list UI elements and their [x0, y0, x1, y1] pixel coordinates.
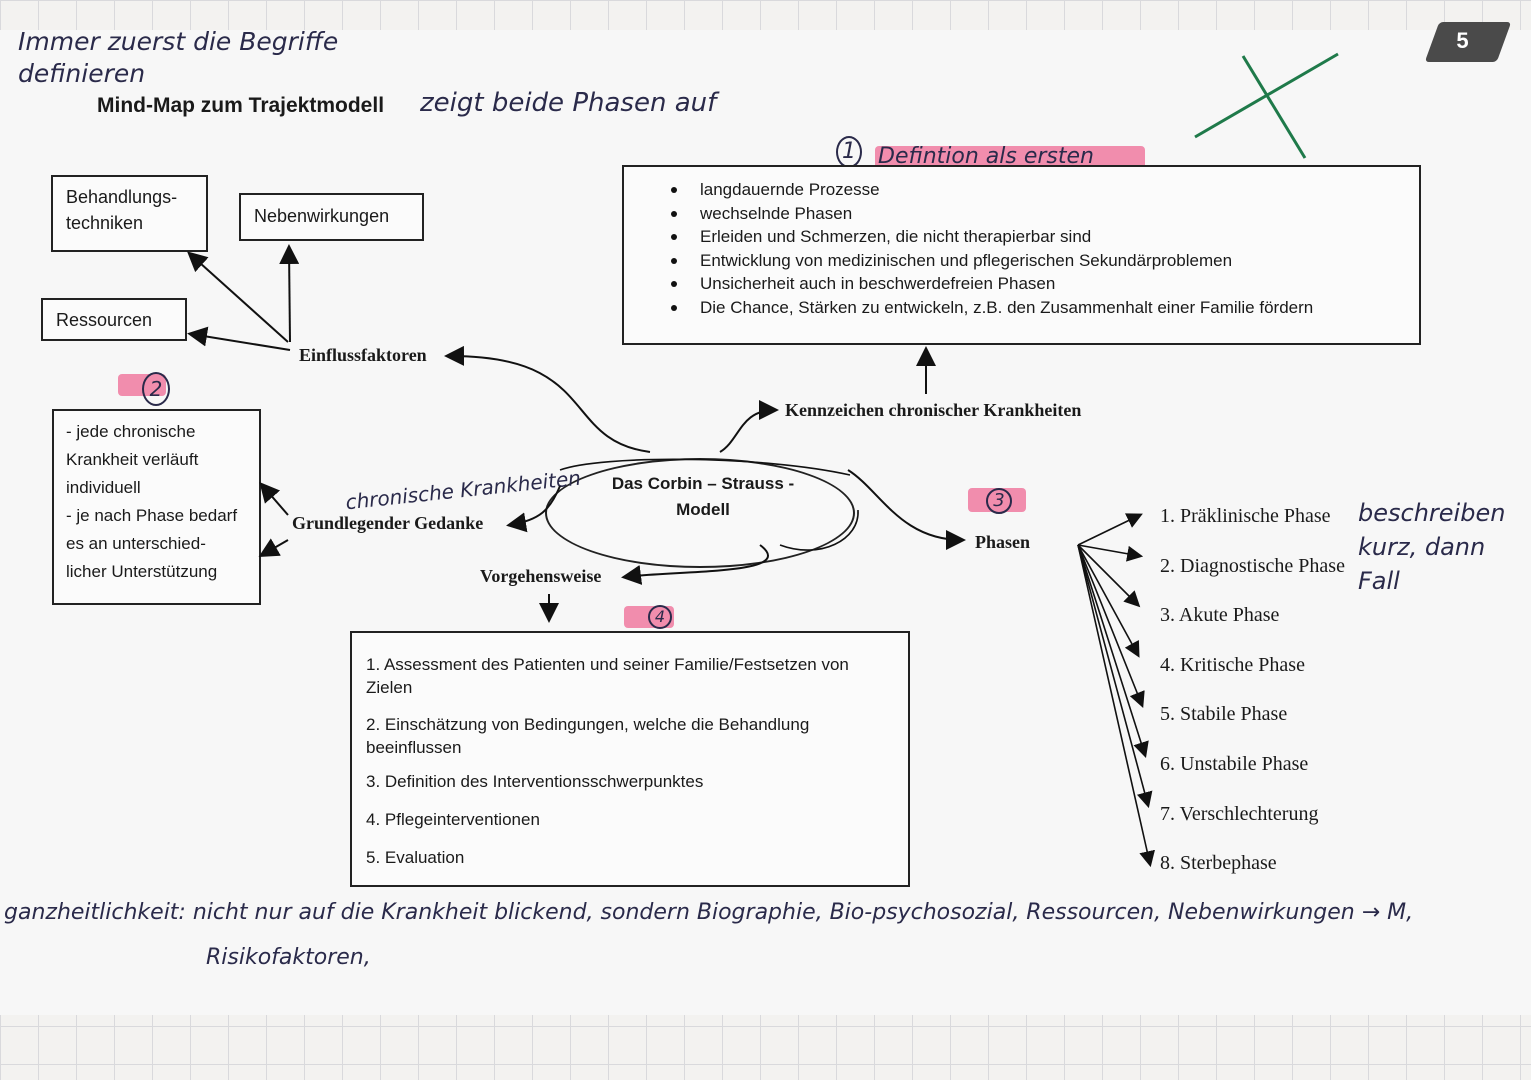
box-ressourcen: Ressourcen: [41, 298, 187, 341]
note-definition-first: Defintion als ersten: [878, 144, 1094, 169]
phase-item: 2. Diagnostische Phase: [1160, 555, 1345, 577]
kennzeichen-item: Entwicklung von medizinischen und pflege…: [670, 249, 1313, 273]
kennzeichen-item: Erleiden und Schmerzen, die nicht therap…: [670, 225, 1313, 249]
node-kennzeichen: Kennzeichen chronischer Krankheiten: [785, 400, 1082, 420]
vorgehen-step-line1: 1. Assessment des Patienten und seiner F…: [366, 655, 849, 674]
note-holism-line2: Risikofaktoren,: [206, 945, 371, 970]
box-nebenwirkungen: Nebenwirkungen: [239, 193, 424, 241]
gedanke-line: - jede chronische: [66, 422, 196, 441]
note-define-terms: Immer zuerst die Begriffe definieren: [18, 27, 339, 88]
vorgehen-step-line2: beeinflussen: [366, 738, 462, 757]
phase-item: 4. Kritische Phase: [1160, 654, 1305, 676]
gedanke-line: es an unterschied-: [66, 534, 206, 553]
box-grundlegender-gedanke: - jede chronische Krankheit verläuft ind…: [52, 409, 261, 605]
kennzeichen-item: langdauernde Prozesse: [670, 178, 1313, 202]
phase-item: 1. Präklinische Phase: [1160, 505, 1331, 527]
node-phasen: Phasen: [975, 532, 1031, 552]
gedanke-line: individuell: [66, 478, 141, 497]
node-grundlegender-gedanke: Grundlegender Gedanke: [292, 513, 484, 533]
ressourcen-label: Ressourcen: [56, 310, 153, 330]
node-einflussfaktoren: Einflussfaktoren: [299, 345, 427, 365]
vorgehen-step: 1. Assessment des Patienten und seiner F…: [366, 653, 849, 699]
page-title: Mind-Map zum Trajektmodell: [97, 94, 385, 117]
center-model-line2: Modell: [676, 500, 730, 519]
vorgehen-step: 4. Pflegeinterventionen: [366, 810, 540, 829]
vorgehen-step-line1: 2. Einschätzung von Bedingungen, welche …: [366, 715, 810, 734]
box-kennzeichen-list: langdauernde Prozesse wechselnde Phasen …: [622, 165, 1421, 345]
vorgehen-step-line2: Zielen: [366, 678, 413, 697]
node-vorgehensweise: Vorgehensweise: [480, 566, 602, 586]
note-holism-line1: ganzheitlichkeit: nicht nur auf die Kran…: [4, 900, 1414, 925]
phase-item: 3. Akute Phase: [1160, 604, 1280, 626]
note-num2: 2: [142, 372, 170, 406]
vorgehen-step: 5. Evaluation: [366, 848, 465, 867]
nebenwirkungen-label: Nebenwirkungen: [254, 206, 390, 226]
note-describe-briefly: beschreiben kurz, dann Fall: [1358, 499, 1506, 595]
phase-item: 6. Unstabile Phase: [1160, 753, 1309, 775]
phase-item: 5. Stabile Phase: [1160, 703, 1288, 725]
gedanke-lines: - jede chronische Krankheit verläuft ind…: [66, 418, 237, 586]
vorgehen-step: 3. Definition des Interventionsschwerpun…: [366, 772, 704, 791]
gedanke-line: Krankheit verläuft: [66, 450, 199, 469]
gedanke-line: - je nach Phase bedarf: [66, 506, 238, 525]
center-model-line1: Das Corbin – Strauss -: [611, 474, 795, 493]
kennzeichen-item: Unsicherheit auch in beschwerdefreien Ph…: [670, 272, 1313, 296]
kennzeichen-item: wechselnde Phasen: [670, 202, 1313, 226]
behandlung-line2: techniken: [66, 213, 144, 233]
phase-item: 7. Verschlechterung: [1160, 803, 1319, 825]
box-vorgehensweise-steps: 1. Assessment des Patienten und seiner F…: [350, 631, 910, 887]
behandlung-line1: Behandlungs-: [66, 187, 178, 207]
gedanke-line: licher Unterstützung: [66, 562, 218, 581]
phase-item: 8. Sterbephase: [1160, 852, 1277, 874]
note-num4: 4: [648, 605, 672, 629]
note-title-suffix: zeigt beide Phasen auf: [420, 88, 717, 118]
box-behandlungstechniken: Behandlungs- techniken: [51, 175, 208, 252]
kennzeichen-item: Die Chance, Stärken zu entwickeln, z.B. …: [670, 296, 1313, 320]
note-num3: 3: [986, 488, 1012, 514]
vorgehen-step: 2. Einschätzung von Bedingungen, welche …: [366, 713, 809, 759]
